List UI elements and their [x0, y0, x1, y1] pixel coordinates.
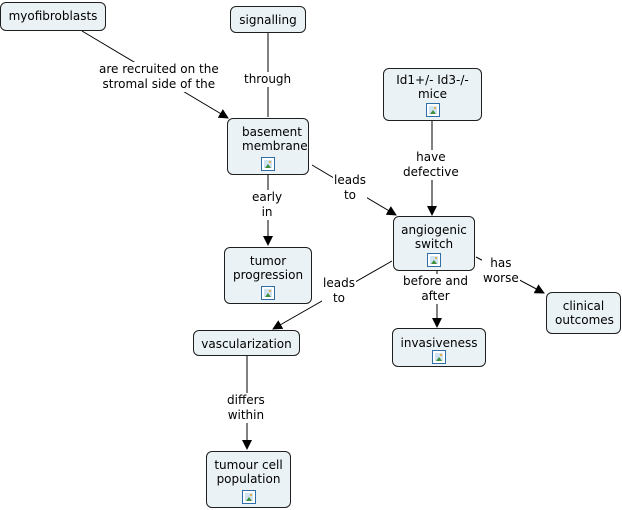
link-label-have-defective-line2: defective	[403, 165, 459, 179]
node-vascularization-label: vascularization	[201, 337, 292, 351]
node-clinical-outcomes-label: clinical outcomes	[555, 299, 614, 327]
node-id-mice-label: Id1+/- Id3-/- mice	[396, 73, 469, 101]
link-label-leads-to-2: leads to	[322, 276, 356, 306]
node-id-mice[interactable]: Id1+/- Id3-/- mice	[383, 68, 482, 121]
link-label-leads-to-1-line1: leads	[334, 173, 366, 187]
link-label-early-in: early in	[251, 190, 284, 220]
node-clinical-outcomes[interactable]: clinical outcomes	[546, 292, 621, 334]
link-label-has-worse-line1: has	[490, 256, 512, 270]
node-angiogenic-switch[interactable]: angiogenic switch	[393, 216, 475, 271]
node-basement-membrane[interactable]: basement membrane	[227, 118, 309, 175]
link-label-recruited-line1: are recruited on the	[99, 62, 219, 76]
link-label-leads-to-1-line2: to	[343, 188, 356, 202]
link-label-before-after: before and after	[402, 274, 470, 304]
image-icon[interactable]	[241, 490, 256, 504]
link-label-differs-within-line2: within	[227, 408, 265, 422]
image-icon[interactable]	[432, 350, 446, 364]
image-icon[interactable]	[261, 286, 275, 300]
link-label-differs-within-line1: differs	[227, 393, 265, 407]
link-label-through-text: through	[244, 72, 292, 86]
link-label-have-defective-line1: have	[416, 150, 446, 164]
link-label-have-defective: have defective	[402, 150, 460, 180]
link-label-has-worse-line2: worse	[483, 271, 519, 285]
image-icon[interactable]	[261, 157, 275, 171]
link-label-differs-within: differs within	[226, 393, 266, 423]
link-label-through: through	[243, 72, 293, 87]
node-vascularization[interactable]: vascularization	[193, 330, 300, 356]
link-label-leads-to-1: leads to	[333, 173, 367, 203]
image-icon[interactable]	[427, 253, 441, 267]
node-invasiveness[interactable]: invasiveness	[392, 328, 486, 367]
node-tumour-cell-population[interactable]: tumour cell population	[206, 451, 291, 508]
link-label-recruited: are recruited on the stromal side of the	[98, 62, 220, 92]
link-label-leads-to-2-line1: leads	[323, 276, 355, 290]
node-invasiveness-label: invasiveness	[400, 336, 478, 350]
link-label-before-after-line1: before and	[403, 274, 469, 288]
node-signalling-label: signalling	[239, 13, 297, 27]
image-icon[interactable]	[425, 103, 440, 117]
node-signalling[interactable]: signalling	[230, 6, 306, 33]
link-label-leads-to-2-line2: to	[332, 291, 345, 305]
link-label-recruited-line2: stromal side of the	[102, 77, 216, 91]
node-tumour-cell-population-label: tumour cell population	[214, 458, 283, 486]
node-tumor-progression-label: tumor progression	[233, 254, 304, 282]
node-myofibroblasts-label: myofibroblasts	[8, 9, 98, 23]
node-tumor-progression[interactable]: tumor progression	[224, 247, 312, 304]
link-label-early-in-line1: early	[252, 190, 283, 204]
link-label-early-in-line2: in	[261, 205, 273, 219]
link-label-has-worse: has worse	[482, 256, 520, 286]
node-angiogenic-switch-label: angiogenic switch	[401, 223, 467, 251]
node-basement-membrane-label: basement membrane	[242, 125, 308, 153]
link-label-before-after-line2: after	[421, 289, 450, 303]
node-myofibroblasts[interactable]: myofibroblasts	[0, 2, 106, 31]
